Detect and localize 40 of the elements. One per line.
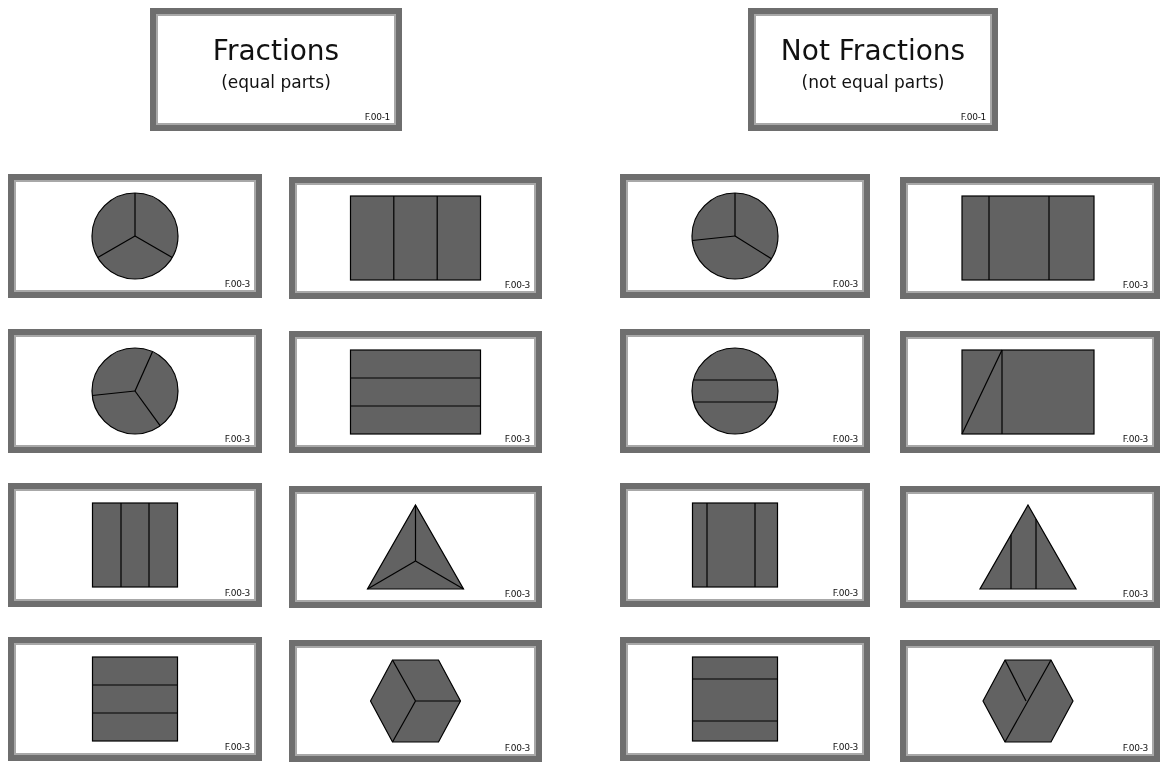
card-subtitle: (equal parts) xyxy=(220,72,332,92)
card-title: Fractions xyxy=(211,34,341,67)
card-code: F.00-3 xyxy=(504,589,530,599)
card-title: Not Fractions xyxy=(779,34,967,67)
shape-card xyxy=(289,177,542,299)
shape-card xyxy=(900,640,1160,762)
shape-card xyxy=(900,177,1160,299)
shape-card xyxy=(8,174,262,298)
card-code: F.00-3 xyxy=(224,434,250,444)
card-code: F.00-3 xyxy=(504,280,530,290)
card-code: F.00-3 xyxy=(1122,743,1148,753)
card-code: F.00-3 xyxy=(832,279,858,289)
shape-card xyxy=(289,486,542,608)
shape-card xyxy=(620,174,870,298)
card-code: F.00-3 xyxy=(224,588,250,598)
card-code: F.00-3 xyxy=(832,742,858,752)
shape-card xyxy=(900,331,1160,453)
card-code: F.00-3 xyxy=(1122,589,1148,599)
shape-card xyxy=(289,331,542,453)
card-code: F.00-3 xyxy=(224,279,250,289)
shape-card xyxy=(8,637,262,761)
shape-card xyxy=(8,483,262,607)
shape-card xyxy=(8,329,262,453)
card-code: F.00-3 xyxy=(1122,434,1148,444)
shape-card xyxy=(900,486,1160,608)
shape-card xyxy=(620,329,870,453)
card-code: F.00-3 xyxy=(832,588,858,598)
card-code: F.00-3 xyxy=(1122,280,1148,290)
card-code: F.00-3 xyxy=(504,434,530,444)
card-code: F.00-3 xyxy=(504,743,530,753)
shape-card xyxy=(620,483,870,607)
card-code: F.00-3 xyxy=(224,742,250,752)
card-subtitle: (not equal parts) xyxy=(800,72,946,92)
title-card xyxy=(150,8,402,131)
shape-card xyxy=(289,640,542,762)
shape-card xyxy=(620,637,870,761)
card-code: F.00-1 xyxy=(960,112,986,122)
card-code: F.00-1 xyxy=(364,112,390,122)
card-code: F.00-3 xyxy=(832,434,858,444)
title-card xyxy=(748,8,998,131)
